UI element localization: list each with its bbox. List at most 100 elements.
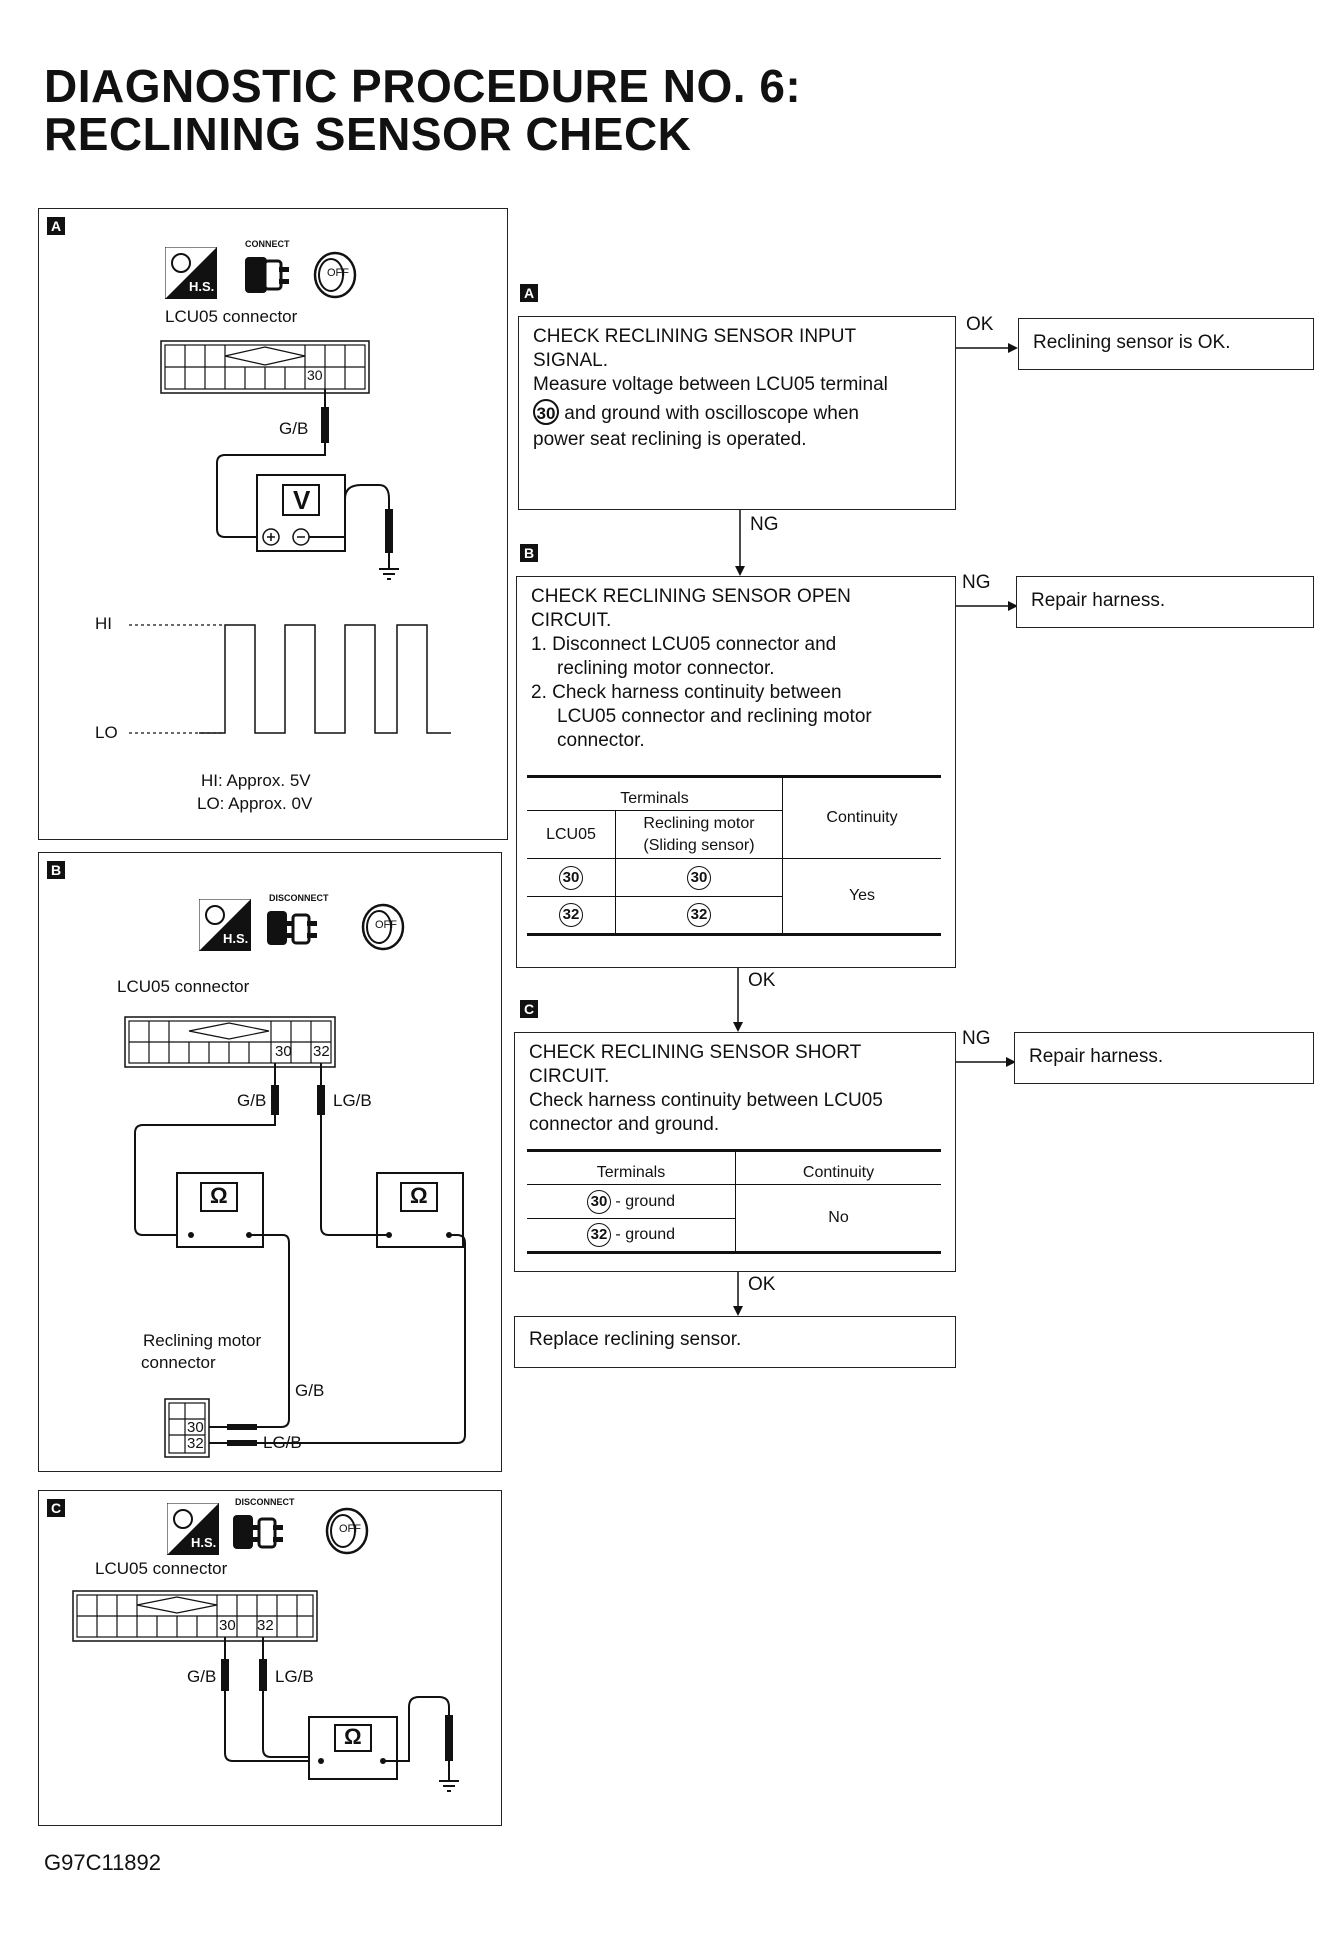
table-header-terminals: Terminals [527, 1150, 736, 1185]
step-b-table: Terminals Continuity LCU05 Reclining mot… [527, 775, 941, 936]
step-c-table: Terminals Continuity 30 - ground No 32 -… [527, 1149, 941, 1254]
hs-icon: H.S. [198, 898, 252, 952]
step-b-down-arrow [733, 968, 743, 1032]
wire-gb-label: G/B [279, 419, 309, 438]
lo-label: LO [95, 723, 118, 742]
table-cell: 32 [615, 896, 783, 935]
step-b-line2: CIRCUIT. [531, 610, 612, 631]
step-c-ng-label: NG [962, 1028, 991, 1049]
step-a-result-box: Reclining sensor is OK. [1018, 318, 1314, 370]
connect-icon: CONNECT [239, 239, 301, 301]
step-a-line3: Measure voltage between LCU05 terminal [533, 374, 888, 395]
pin-30-label: 30 [275, 1043, 292, 1060]
step-a-line2: SIGNAL. [533, 350, 608, 371]
motor-connector-label-1: Reclining motor [143, 1331, 262, 1350]
panel-c: C H.S. DISCONNECT OFF LCU05 connector [38, 1490, 502, 1826]
step-c-result-box: Repair harness. [1014, 1032, 1314, 1084]
table-header-motor-l2: (Sliding sensor) [643, 836, 755, 854]
step-a-line5: power seat reclining is operated. [533, 429, 807, 450]
pin-30-label: 30 [219, 1617, 236, 1634]
final-text: Replace reclining sensor. [529, 1329, 742, 1350]
step-c-box: CHECK RECLINING SENSOR SHORT CIRCUIT. Ch… [514, 1032, 956, 1272]
step-c-result-text: Repair harness. [1029, 1046, 1164, 1067]
wire-lgb-label: LG/B [275, 1667, 314, 1686]
step-b-item1b: reclining motor connector. [557, 658, 775, 679]
table-cell: 30 [615, 858, 783, 897]
ignition-off-icon: OFF [323, 1505, 371, 1557]
motor-pin-30-label: 30 [187, 1419, 204, 1436]
step-c-right-arrow [956, 1057, 1016, 1067]
step-b-item2: 2. Check harness continuity between [531, 682, 842, 703]
ignition-off-icon: OFF [359, 901, 407, 953]
step-b-label: B [520, 544, 538, 562]
terminal-badge: 32 [586, 1223, 611, 1247]
panel-b: B H.S. DISCONNECT OFF LCU05 connector [38, 852, 502, 1472]
motor-pin-32-label: 32 [187, 1435, 204, 1452]
panel-b-wiring [124, 1016, 466, 1458]
panel-a: A H.S. CONNECT OFF LCU05 connector [38, 208, 508, 840]
table-header-motor-l1: Reclining motor [643, 814, 755, 832]
table-cell: 30 - ground [527, 1184, 736, 1219]
table-cell: 32 - ground [527, 1218, 736, 1253]
pin-32-label: 32 [313, 1043, 330, 1060]
step-b-ok-label: OK [748, 970, 776, 991]
step-a-ok-label: OK [966, 314, 994, 335]
disconnect-icon: DISCONNECT [263, 893, 333, 953]
motor-connector-label-2: connector [141, 1353, 216, 1372]
terminal-badge: 32 [559, 903, 583, 927]
hs-icon: H.S. [166, 1502, 220, 1556]
terminal-badge: 30 [687, 865, 711, 890]
ohmmeter-1-label: Ω [210, 1183, 228, 1208]
disconnect-icon: DISCONNECT [229, 1497, 299, 1557]
page-title-line1: DIAGNOSTIC PROCEDURE NO. 6: [44, 60, 802, 112]
terminal-badge: 30 [559, 865, 583, 890]
ground-text: - ground [615, 1226, 676, 1243]
disconnect-icon-text: DISCONNECT [235, 1497, 295, 1507]
step-a-line4-text: and ground with oscilloscope when [564, 403, 859, 424]
pin-30-label: 30 [307, 367, 323, 383]
page-title: DIAGNOSTIC PROCEDURE NO. 6: RECLINING SE… [44, 62, 801, 158]
terminal-badge: 32 [687, 903, 711, 927]
disconnect-icon-text: DISCONNECT [269, 893, 329, 903]
wire-lgb-label: LG/B [333, 1091, 372, 1110]
panel-a-wiring [129, 340, 451, 734]
motor-wire-lgb-label: LG/B [263, 1433, 302, 1452]
step-b-ng-label: NG [962, 572, 991, 593]
ohmmeter-2-label: Ω [410, 1183, 428, 1208]
hs-icon-text: H.S. [189, 279, 215, 294]
step-c-down-arrow [733, 1272, 743, 1316]
step-a-down-arrow [735, 510, 745, 576]
step-c-label: C [520, 1000, 538, 1018]
lo-note: LO: Approx. 0V [197, 794, 313, 813]
panel-c-wiring [72, 1590, 459, 1792]
panel-b-label: B [47, 861, 65, 879]
step-b-item2c: connector. [557, 730, 645, 751]
page-title-line2: RECLINING SENSOR CHECK [44, 108, 692, 160]
table-cell: 30 [527, 858, 616, 897]
table-header-lcu05: LCU05 [527, 810, 616, 859]
step-c-line2: CIRCUIT. [529, 1066, 610, 1087]
hs-icon-text: H.S. [223, 931, 249, 946]
connect-icon-text: CONNECT [245, 239, 290, 249]
connector-label: LCU05 connector [95, 1559, 228, 1578]
step-b-item1: 1. Disconnect LCU05 connector and [531, 634, 837, 655]
ignition-off-text: OFF [339, 1523, 361, 1535]
step-b-box: CHECK RECLINING SENSOR OPEN CIRCUIT. 1. … [516, 576, 956, 968]
ground-text: - ground [615, 1192, 676, 1210]
step-a-box: CHECK RECLINING SENSOR INPUT SIGNAL. Mea… [518, 316, 956, 510]
step-a-line4: 30 and ground with oscilloscope when [533, 399, 941, 426]
step-a-right-arrow [956, 343, 1018, 353]
hi-note: HI: Approx. 5V [201, 771, 311, 790]
voltmeter-label: V [293, 485, 311, 515]
step-a-line1: CHECK RECLINING SENSOR INPUT [533, 326, 857, 347]
wire-gb-label: G/B [237, 1091, 267, 1110]
panel-c-label: C [47, 1499, 65, 1517]
final-box: Replace reclining sensor. [514, 1316, 956, 1368]
hi-label: HI [95, 614, 112, 633]
wire-gb-label: G/B [187, 1667, 217, 1686]
step-b-item2b: LCU05 connector and reclining motor [557, 706, 872, 727]
figure-code: G97C11892 [44, 1850, 162, 1875]
ignition-off-text: OFF [327, 267, 349, 279]
ohmmeter-label: Ω [344, 1724, 362, 1749]
table-result: Yes [848, 887, 876, 904]
